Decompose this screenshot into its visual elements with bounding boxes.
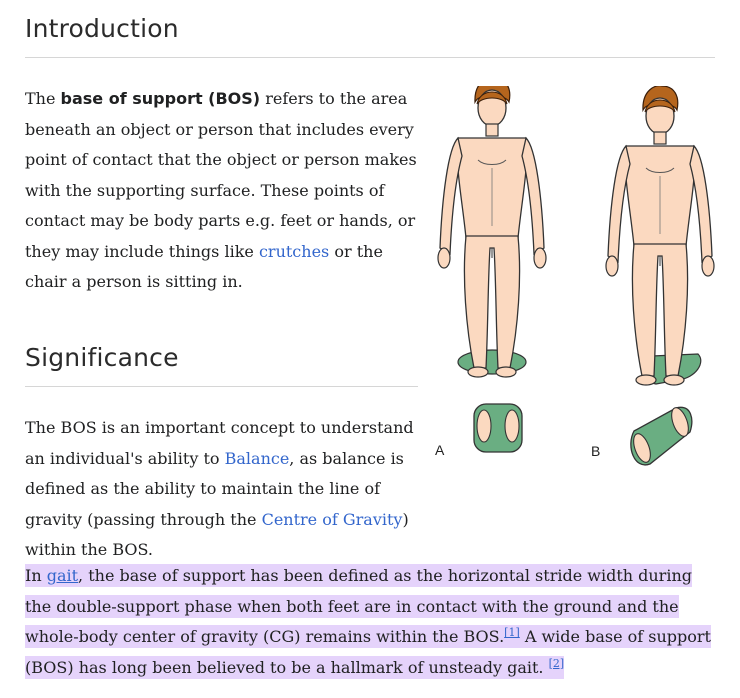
figure-label-b: B bbox=[591, 443, 601, 459]
footprint-a bbox=[473, 403, 523, 453]
significance-heading: Significance bbox=[25, 343, 179, 372]
introduction-paragraph: The base of support (BOS) refers to the … bbox=[25, 84, 425, 298]
intro-text: The bbox=[25, 89, 61, 108]
base-of-support-figure: A B bbox=[430, 76, 720, 486]
significance-text: ) within the BOS. bbox=[25, 509, 409, 560]
introduction-heading: Introduction bbox=[25, 14, 179, 43]
significance-paragraph: The BOS is an important concept to under… bbox=[25, 413, 435, 566]
heading-divider bbox=[25, 57, 715, 58]
intro-text: refers to the area beneath an object or … bbox=[25, 89, 417, 261]
gait-text: In bbox=[25, 566, 47, 585]
gait-text: , the base of support has been defined a… bbox=[25, 566, 692, 646]
reference-1-link[interactable]: [1] bbox=[504, 626, 520, 639]
reference-1: [1] bbox=[504, 626, 520, 639]
gait-text: A wide base of support (BOS) has long be… bbox=[25, 627, 711, 677]
gait-paragraph: In gait, the base of support has been de… bbox=[25, 561, 715, 683]
highlighted-text: In gait, the base of support has been de… bbox=[25, 564, 711, 679]
intro-text: or the chair a person is sitting in. bbox=[25, 241, 383, 292]
figure-label-a: A bbox=[435, 442, 445, 458]
significance-text: The BOS is an important concept to under… bbox=[25, 418, 414, 468]
gait-link[interactable]: gait bbox=[46, 566, 79, 585]
figure-illustration bbox=[437, 76, 715, 466]
bos-term: base of support (BOS) bbox=[60, 89, 261, 108]
significance-text: , as balance is defined as the ability t… bbox=[25, 448, 404, 529]
balance-link[interactable]: Balance bbox=[224, 448, 290, 468]
crutches-link[interactable]: crutches bbox=[258, 241, 330, 261]
reference-2: [2] bbox=[549, 657, 565, 670]
footprint-b bbox=[630, 406, 693, 466]
reference-2-link[interactable]: [2] bbox=[548, 656, 565, 670]
centre-of-gravity-link[interactable]: Centre of Gravity bbox=[261, 509, 403, 529]
heading-divider bbox=[25, 386, 418, 387]
